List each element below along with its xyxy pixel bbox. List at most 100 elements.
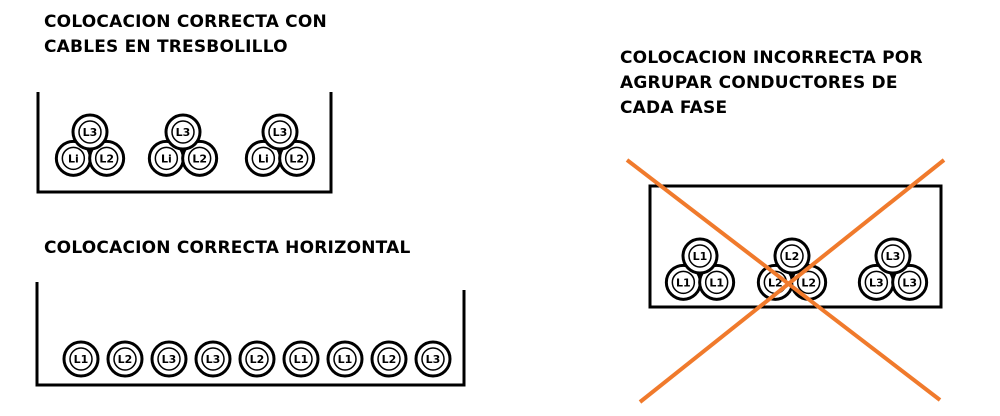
horizontal-cable-4-outline — [238, 340, 276, 378]
trefoil-group-1-top-cable-outline — [164, 113, 202, 151]
caption-trefoil: COLOCACION CORRECTA CON CABLES EN TRESBO… — [44, 10, 327, 60]
caption-incorrect: COLOCACION INCORRECTA POR AGRUPAR CONDUC… — [620, 46, 923, 121]
trefoil-group-0-top-cable-label: L3 — [83, 126, 98, 139]
trefoil-group-2-top-cable-outline — [261, 113, 299, 151]
horizontal-cable-4-insulation — [245, 347, 269, 371]
incorrect-group-1-top-cable-outline — [773, 237, 811, 275]
trefoil-group-0-bottom-left-cable-label: Li — [68, 152, 79, 165]
incorrect-group-0-top-cable-outline — [681, 237, 719, 275]
trefoil-group-2-bottom-left-cable-label: Li — [258, 152, 269, 165]
horizontal-cable-5-label: L1 — [294, 353, 309, 366]
trefoil-group-2-top-cable: L3 — [261, 113, 299, 151]
trefoil-group-1-bottom-right-cable-label: L2 — [192, 152, 207, 165]
cross-stroke-a — [625, 158, 942, 402]
trefoil-group-2-top-cable-label: L3 — [273, 126, 288, 139]
trefoil-group-0-top-cable-outline — [71, 113, 109, 151]
horizontal-cable-8-label: L3 — [426, 353, 441, 366]
horizontal-cable-0: L1 — [62, 340, 100, 378]
horizontal-cable-6-label: L1 — [338, 353, 353, 366]
horizontal-cable-6-outline — [326, 340, 364, 378]
incorrect-group-2-top-cable-label: L3 — [886, 250, 901, 263]
horizontal-cable-8: L3 — [414, 340, 452, 378]
trefoil-group-2-bottom-right-cable: L2 — [278, 139, 316, 177]
trefoil-group-1-bottom-left-cable-insulation — [154, 146, 179, 171]
horizontal-cable-6: L1 — [326, 340, 364, 378]
incorrect-group-2-bottom-left-cable-insulation — [864, 270, 889, 295]
trefoil-group-2-bottom-right-cable-label: L2 — [289, 152, 304, 165]
incorrect-group-1-top-cable-insulation — [780, 244, 804, 268]
trefoil-group-2-top-cable-insulation — [268, 120, 292, 144]
trefoil-group-2-bottom-left-cable-insulation — [251, 146, 276, 171]
horizontal-cable-0-outline — [62, 340, 100, 378]
incorrect-group-2-bottom-left-cable: L3 — [857, 263, 895, 301]
incorrect-group-1-top-cable: L2 — [773, 237, 811, 275]
trefoil-group-1-bottom-right-cable-outline — [181, 139, 219, 177]
incorrect-group-0-bottom-right-cable-insulation — [704, 270, 729, 295]
incorrect-group-0-bottom-left-cable-insulation — [671, 270, 696, 295]
incorrect-group-2-bottom-right-cable: L3 — [891, 263, 929, 301]
tray-trefoil — [36, 92, 333, 194]
horizontal-cable-3-insulation — [201, 347, 225, 371]
horizontal-cable-8-insulation — [421, 347, 445, 371]
incorrect-group-1-bottom-right-cable-insulation — [796, 270, 821, 295]
caption-incorrect-line-2: AGRUPAR CONDUCTORES DE — [620, 73, 898, 93]
trefoil-group-0-bottom-right-cable-outline — [88, 139, 126, 177]
caption-trefoil-line-1: COLOCACION CORRECTA CON — [44, 12, 327, 32]
horizontal-cable-1-label: L2 — [118, 353, 133, 366]
incorrect-group-2-bottom-right-cable-insulation — [897, 270, 922, 295]
caption-incorrect-line-1: COLOCACION INCORRECTA POR — [620, 48, 923, 68]
horizontal-cable-4: L2 — [238, 340, 276, 378]
incorrect-group-2-bottom-right-cable-outline — [891, 263, 929, 301]
horizontal-cable-2: L3 — [150, 340, 188, 378]
incorrect-group-2-top-cable: L3 — [874, 237, 912, 275]
horizontal-cable-3-outline — [194, 340, 232, 378]
incorrect-group-0-bottom-left-cable-label: L1 — [676, 276, 691, 289]
horizontal-cable-7: L2 — [370, 340, 408, 378]
incorrect-group-1-bottom-left-cable-label: L2 — [768, 276, 783, 289]
trefoil-group-1-top-cable-insulation — [171, 120, 195, 144]
incorrect-group-0-bottom-right-cable: L1 — [698, 263, 736, 301]
horizontal-cable-3: L3 — [194, 340, 232, 378]
trefoil-group-2-bottom-right-cable-outline — [278, 139, 316, 177]
tray-horizontal — [35, 282, 466, 387]
horizontal-cable-2-outline — [150, 340, 188, 378]
trefoil-group-0-bottom-left-cable: Li — [54, 139, 92, 177]
caption-horizontal-line-1: COLOCACION CORRECTA HORIZONTAL — [44, 238, 411, 258]
incorrect-group-2-top-cable-outline — [874, 237, 912, 275]
horizontal-cable-6-insulation — [333, 347, 357, 371]
horizontal-cable-5: L1 — [282, 340, 320, 378]
horizontal-cable-5-outline — [282, 340, 320, 378]
incorrect-cross-mark — [625, 158, 946, 404]
horizontal-cable-1-outline — [106, 340, 144, 378]
horizontal-cable-7-insulation — [377, 347, 401, 371]
trefoil-group-0-bottom-left-cable-insulation — [61, 146, 86, 171]
incorrect-group-1-top-cable-label: L2 — [785, 250, 800, 263]
trefoil-group-0-bottom-right-cable: L2 — [88, 139, 126, 177]
horizontal-cable-4-label: L2 — [250, 353, 265, 366]
incorrect-group-0-bottom-left-cable: L1 — [664, 263, 702, 301]
horizontal-cable-5-insulation — [289, 347, 313, 371]
incorrect-group-1-bottom-right-cable-label: L2 — [801, 276, 816, 289]
incorrect-group-0-bottom-right-cable-outline — [698, 263, 736, 301]
caption-horizontal: COLOCACION CORRECTA HORIZONTAL — [44, 236, 411, 261]
horizontal-cable-1: L2 — [106, 340, 144, 378]
trefoil-group-2-bottom-right-cable-insulation — [284, 146, 309, 171]
caption-incorrect-line-3: CADA FASE — [620, 98, 728, 118]
trefoil-group-1-bottom-right-cable: L2 — [181, 139, 219, 177]
trefoil-group-1-bottom-right-cable-insulation — [187, 146, 212, 171]
cross-stroke-b — [638, 158, 946, 404]
tray-incorrect — [648, 184, 943, 309]
trefoil-group-1-top-cable-label: L3 — [176, 126, 191, 139]
horizontal-cable-7-label: L2 — [382, 353, 397, 366]
caption-trefoil-line-2: CABLES EN TRESBOLILLO — [44, 37, 288, 57]
incorrect-group-2-bottom-left-cable-label: L3 — [869, 276, 884, 289]
horizontal-cable-0-label: L1 — [74, 353, 89, 366]
horizontal-cable-7-outline — [370, 340, 408, 378]
trefoil-group-1-bottom-left-cable-label: Li — [161, 152, 172, 165]
trefoil-group-0-bottom-right-cable-label: L2 — [99, 152, 114, 165]
trefoil-group-0-bottom-right-cable-insulation — [94, 146, 119, 171]
horizontal-cable-2-insulation — [157, 347, 181, 371]
incorrect-group-0-bottom-right-cable-label: L1 — [709, 276, 724, 289]
